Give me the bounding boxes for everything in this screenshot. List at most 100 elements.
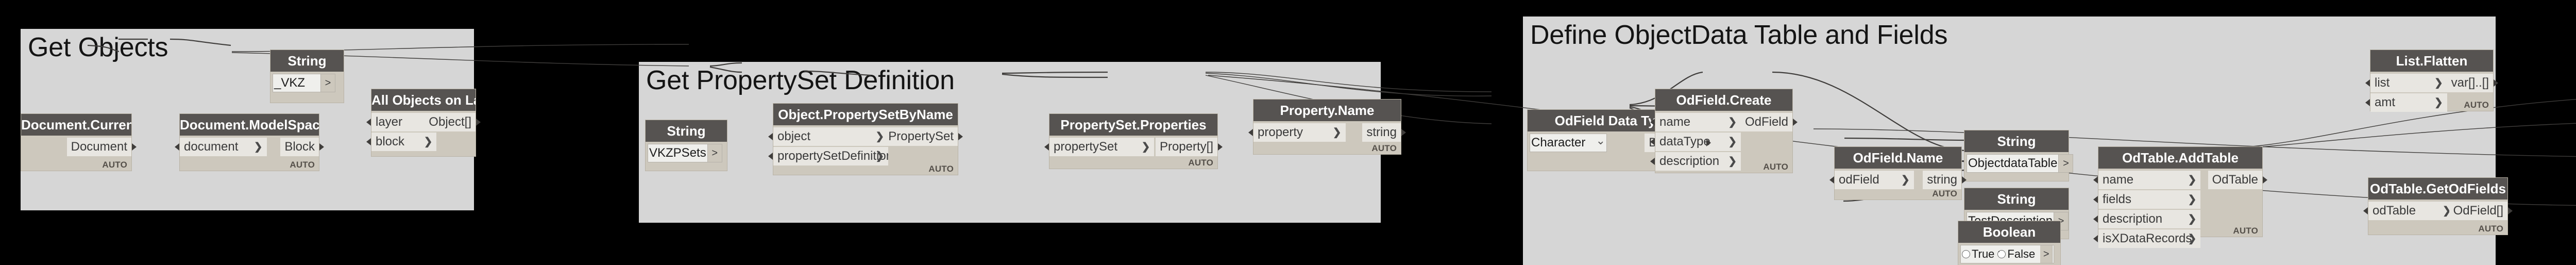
port-connector-out[interactable]	[1793, 119, 1798, 126]
port-connector-in[interactable]	[366, 138, 371, 145]
output-caret[interactable]: >	[2059, 154, 2074, 173]
output-port-property--[interactable]: Property[]	[1155, 138, 1217, 156]
string-value-input[interactable]: ObjectdataTable	[1967, 154, 2059, 173]
port-connector-in[interactable]	[2093, 176, 2098, 184]
input-port-amt[interactable]: amt❯	[2370, 93, 2447, 112]
string-value-row[interactable]: VKZPSets>	[648, 144, 722, 162]
boolean-option-label: True	[1972, 247, 1995, 260]
port-connector-in[interactable]	[1650, 158, 1655, 165]
output-port-odtable[interactable]: OdTable	[2208, 171, 2262, 189]
node-all-objects-on-layer[interactable]: All Objects on Layerlayer❯block❯Object[]	[371, 89, 476, 157]
port-connector-in[interactable]	[2365, 99, 2370, 106]
input-port-property[interactable]: property❯	[1253, 123, 1346, 142]
port-connector-in[interactable]	[2363, 207, 2368, 214]
port-connector-in[interactable]	[1829, 176, 1834, 184]
port-connector-out[interactable]	[1962, 176, 1967, 184]
output-caret[interactable]: >	[707, 144, 722, 162]
port-connector-in[interactable]	[1650, 119, 1655, 126]
input-port-propertysetdefinitionname[interactable]: propertySetDefinitionName❯	[773, 147, 889, 165]
node-string-vkz[interactable]: String_VKZ>	[270, 49, 344, 103]
output-port-block[interactable]: Block	[280, 138, 319, 156]
port-connector-out[interactable]	[958, 133, 963, 140]
port-connector-out[interactable]	[132, 143, 137, 151]
output-caret[interactable]: >	[321, 74, 335, 92]
boolean-option-false[interactable]: False	[1997, 247, 2035, 261]
string-value-input[interactable]: VKZPSets	[648, 144, 708, 162]
port-connector-in[interactable]	[2093, 216, 2098, 223]
port-connector-out[interactable]	[2508, 207, 2513, 214]
port-connector-out[interactable]	[1706, 139, 1711, 146]
odfield-datatype-select[interactable]: Character⌄	[1530, 134, 1607, 152]
port-connector-in[interactable]	[2365, 79, 2370, 87]
input-port-description[interactable]: description❯	[1655, 152, 1741, 171]
output-port-document[interactable]: Document	[66, 138, 131, 156]
input-port-name[interactable]: name❯	[1655, 113, 1741, 131]
output-port-string[interactable]: string	[1923, 171, 1961, 189]
chevron-right-icon: ❯	[1728, 136, 1737, 147]
radio-icon[interactable]	[1997, 250, 2006, 258]
port-connector-out[interactable]	[2494, 79, 2498, 87]
input-port-name[interactable]: name❯	[2098, 171, 2201, 189]
output-caret[interactable]: >	[2040, 245, 2053, 263]
input-port-odfield[interactable]: odField❯	[1835, 171, 1914, 189]
string-value-row[interactable]: ObjectdataTable>	[1967, 154, 2074, 173]
port-connector-out[interactable]	[476, 119, 481, 126]
port-connector-in[interactable]	[2093, 196, 2098, 203]
output-port-label: OdField[]	[2453, 204, 2503, 218]
radio-icon[interactable]	[1962, 250, 1970, 258]
port-connector-in[interactable]	[366, 119, 371, 126]
input-port-label: document	[184, 140, 239, 154]
input-port-datatype[interactable]: dataType❯	[1655, 132, 1741, 151]
output-port-var------[interactable]: var[]..[]	[2447, 74, 2493, 92]
port-connector-out[interactable]	[319, 143, 324, 151]
port-connector-out[interactable]	[2263, 176, 2267, 184]
port-connector-in[interactable]	[768, 133, 773, 140]
input-port-propertyset[interactable]: propertySet❯	[1049, 138, 1155, 156]
input-port-list[interactable]: list❯	[2370, 74, 2447, 92]
port-connector-in[interactable]	[175, 143, 179, 151]
string-value-input[interactable]: _VKZ	[273, 74, 321, 92]
input-port-fields[interactable]: fields❯	[2098, 190, 2201, 209]
port-connector-in[interactable]	[2093, 235, 2098, 242]
port-connector-in[interactable]	[768, 153, 773, 160]
input-port-isxdatarecords[interactable]: isXDataRecords❯	[2098, 229, 2201, 248]
output-port-odfield[interactable]: OdField	[1740, 113, 1792, 131]
output-port-odfield--[interactable]: OdField[]	[2449, 202, 2507, 220]
port-connector-in[interactable]	[1044, 143, 1049, 151]
output-port-propertyset[interactable]: PropertySet	[884, 127, 958, 146]
port-connector-out[interactable]	[1401, 129, 1406, 136]
output-port-object--[interactable]: Object[]	[425, 113, 476, 131]
port-connector-in[interactable]	[1248, 129, 1253, 136]
input-port-odtable[interactable]: odTable❯	[2368, 202, 2455, 220]
port-connector-out[interactable]	[1218, 143, 1223, 151]
input-port-description[interactable]: description❯	[2098, 210, 2201, 228]
string-value-row[interactable]: _VKZ>	[273, 74, 335, 92]
chevron-right-icon: ❯	[423, 136, 433, 147]
input-port-block[interactable]: block❯	[371, 132, 437, 151]
output-port-string[interactable]: string	[1362, 123, 1401, 142]
node-body: ObjectdataTable>	[1964, 152, 2074, 182]
boolean-option-true[interactable]: True	[1962, 247, 1994, 261]
input-port-object[interactable]: object❯	[773, 127, 889, 146]
dropdown-row[interactable]: Character⌄	[1530, 134, 1607, 152]
chevron-right-icon: ❯	[2188, 174, 2197, 186]
input-port-document[interactable]: document❯	[180, 138, 267, 156]
port-connector-in[interactable]	[1650, 138, 1655, 145]
input-port-label: name	[1659, 115, 1691, 129]
chevron-right-icon: ❯	[2442, 205, 2451, 217]
